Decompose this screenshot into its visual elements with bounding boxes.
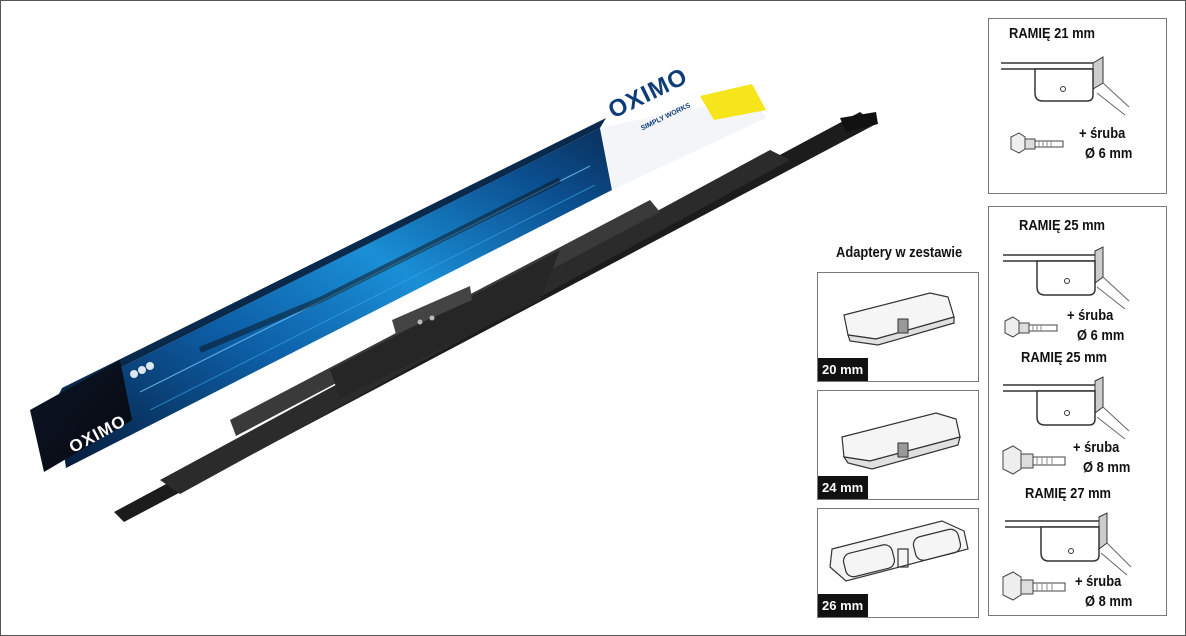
- bolt-icon: [1002, 571, 1066, 601]
- arm-25mm-diagram: [1003, 246, 1130, 310]
- arms-group-panel: RAMIĘ 25 mm + śruba Ø 6 mm RAMIĘ 25 mm +…: [988, 206, 1167, 616]
- product-illustration: [30, 84, 878, 522]
- arm-label: RAMIĘ 27 mm: [1025, 485, 1112, 502]
- screw-label: + śruba: [1067, 307, 1114, 324]
- screw-size: Ø 8 mm: [1085, 593, 1133, 610]
- adapter-26mm-icon: [829, 520, 969, 582]
- bolt-icon: [1004, 316, 1058, 338]
- packaging-box: [30, 84, 766, 472]
- adapter-20mm: 20 mm: [817, 272, 979, 382]
- adapter-24mm: 24 mm: [817, 390, 979, 500]
- screw-size: Ø 8 mm: [1083, 459, 1131, 476]
- adapter-26mm: 26 mm: [817, 508, 979, 618]
- arm-label: RAMIĘ 25 mm: [1021, 349, 1108, 366]
- product-photo: OXIMO SIMPLY WORKS OXIMO: [30, 63, 878, 522]
- adapter-24mm-icon: [841, 412, 961, 470]
- arm-21mm-diagram: [1001, 56, 1130, 116]
- arm-21mm-panel: RAMIĘ 21 mm + śruba Ø 6 mm: [988, 18, 1167, 194]
- arm-27mm-diagram: [1005, 512, 1132, 576]
- adapters-title: Adaptery w zestawie: [836, 244, 963, 261]
- arm-25mm-diagram: [1003, 376, 1130, 440]
- adapter-size-label: 24 mm: [818, 476, 869, 499]
- screw-size: Ø 6 mm: [1077, 327, 1125, 344]
- screw-size: Ø 6 mm: [1085, 145, 1133, 162]
- arm-label: RAMIĘ 21 mm: [1009, 25, 1096, 42]
- bolt-icon: [1010, 132, 1064, 154]
- screw-label: + śruba: [1073, 439, 1120, 456]
- screw-label: + śruba: [1079, 125, 1126, 142]
- adapter-size-label: 20 mm: [818, 358, 869, 381]
- screw-label: + śruba: [1075, 573, 1122, 590]
- wiper-blade: [114, 112, 878, 522]
- bolt-icon: [1002, 445, 1066, 475]
- adapter-size-label: 26 mm: [818, 594, 869, 617]
- adapter-20mm-icon: [843, 292, 955, 346]
- arm-label: RAMIĘ 25 mm: [1019, 217, 1106, 234]
